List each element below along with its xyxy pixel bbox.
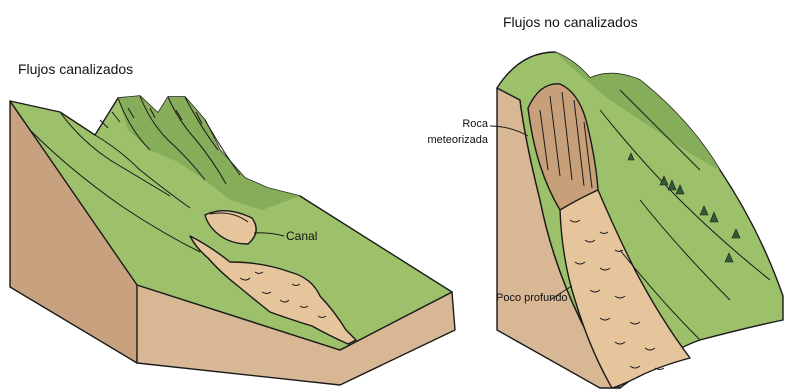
label-poco-profundo: Poco profundo [496,292,568,304]
label-canal: Canal [286,229,317,243]
label-roca: Roca [418,116,488,132]
title-flujos-no-canalizados: Flujos no canalizados [503,14,638,30]
title-flujos-canalizados: Flujos canalizados [18,61,133,77]
unchannelized-flow-block [497,52,783,388]
label-roca-meteorizada: Roca meteorizada [418,116,488,148]
channelized-flow-block [10,96,455,385]
label-meteorizada: meteorizada [418,132,488,148]
